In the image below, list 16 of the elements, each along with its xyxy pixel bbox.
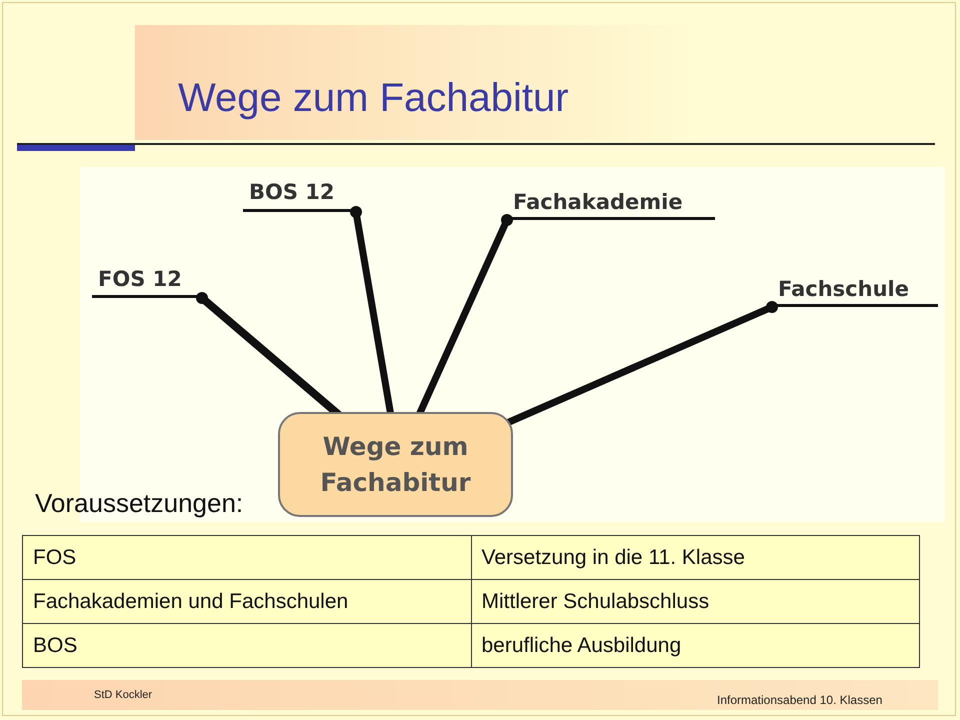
table-cell: BOS xyxy=(22,624,471,668)
section-heading: Voraussetzungen: xyxy=(35,488,244,519)
center-box: Wege zum Fachabitur xyxy=(278,412,513,517)
table-cell: berufliche Ausbildung xyxy=(471,624,920,668)
table-cell: FOS xyxy=(22,536,471,580)
author-name: StD Kockler xyxy=(94,689,152,701)
footer-text: Informationsabend 10. Klassen xyxy=(717,693,882,707)
table-cell: Versetzung in die 11. Klasse xyxy=(471,536,920,580)
table-cell: Fachakademien und Fachschulen xyxy=(22,580,471,624)
branch-label: Fachakademie xyxy=(507,188,715,220)
table-cell: Mittlerer Schulabschluss xyxy=(471,580,920,624)
branch-label: FOS 12 xyxy=(92,265,202,298)
slide-title: Wege zum Fachabitur xyxy=(178,76,569,121)
branch-label: Fachschule xyxy=(772,275,938,307)
branch-label: BOS 12 xyxy=(243,178,356,212)
tapered-connector xyxy=(504,301,778,427)
